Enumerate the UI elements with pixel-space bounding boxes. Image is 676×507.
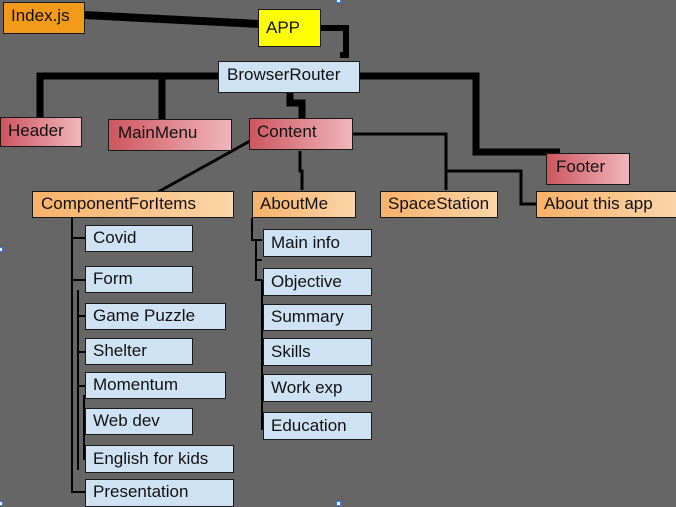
node-education[interactable]: Education	[263, 412, 372, 440]
node-header[interactable]: Header	[0, 117, 82, 147]
node-game-puzzle[interactable]: Game Puzzle	[85, 303, 226, 330]
node-skills[interactable]: Skills	[263, 338, 372, 366]
node-shelter[interactable]: Shelter	[85, 338, 193, 365]
node-content[interactable]: Content	[249, 118, 353, 150]
link-router-footer	[360, 72, 560, 156]
node-browser-router[interactable]: BrowserRouter	[218, 61, 360, 93]
node-component-for-items[interactable]: ComponentForItems	[32, 191, 234, 218]
link-index-app	[83, 11, 261, 28]
selection-handle-left[interactable]	[0, 247, 3, 252]
node-summary[interactable]: Summary	[263, 304, 372, 331]
node-space-station[interactable]: SpaceStation	[380, 191, 498, 218]
node-footer[interactable]: Footer	[546, 153, 630, 185]
node-presentation[interactable]: Presentation	[85, 479, 234, 507]
node-main-menu[interactable]: MainMenu	[108, 119, 232, 151]
node-covid[interactable]: Covid	[85, 225, 193, 252]
node-index-js[interactable]: Index.js	[3, 2, 85, 34]
node-work-exp[interactable]: Work exp	[263, 374, 372, 402]
link-content-right	[352, 132, 537, 206]
node-app[interactable]: APP	[258, 9, 321, 47]
node-about-this-app[interactable]: About this app	[536, 191, 676, 218]
node-english-for-kids[interactable]: English for kids	[85, 445, 234, 473]
node-form[interactable]: Form	[85, 266, 193, 293]
node-objective[interactable]: Objective	[263, 268, 372, 296]
link-cfi-children	[71, 218, 85, 493]
link-router-content	[286, 92, 306, 118]
selection-handle-top-right[interactable]	[336, 0, 341, 3]
node-web-dev[interactable]: Web dev	[85, 408, 193, 435]
link-content-aboutme	[298, 151, 304, 190]
selection-handle-bottom[interactable]	[336, 501, 341, 506]
link-aboutme-children	[251, 218, 262, 241]
link-router-header	[36, 72, 218, 117]
node-main-info[interactable]: Main info	[263, 229, 372, 257]
node-about-me[interactable]: AboutMe	[252, 191, 356, 218]
link-content-cfi	[157, 139, 251, 194]
node-momentum[interactable]: Momentum	[85, 372, 226, 399]
link-app-router	[320, 25, 349, 58]
selection-handle-bottom-left[interactable]	[0, 501, 3, 506]
